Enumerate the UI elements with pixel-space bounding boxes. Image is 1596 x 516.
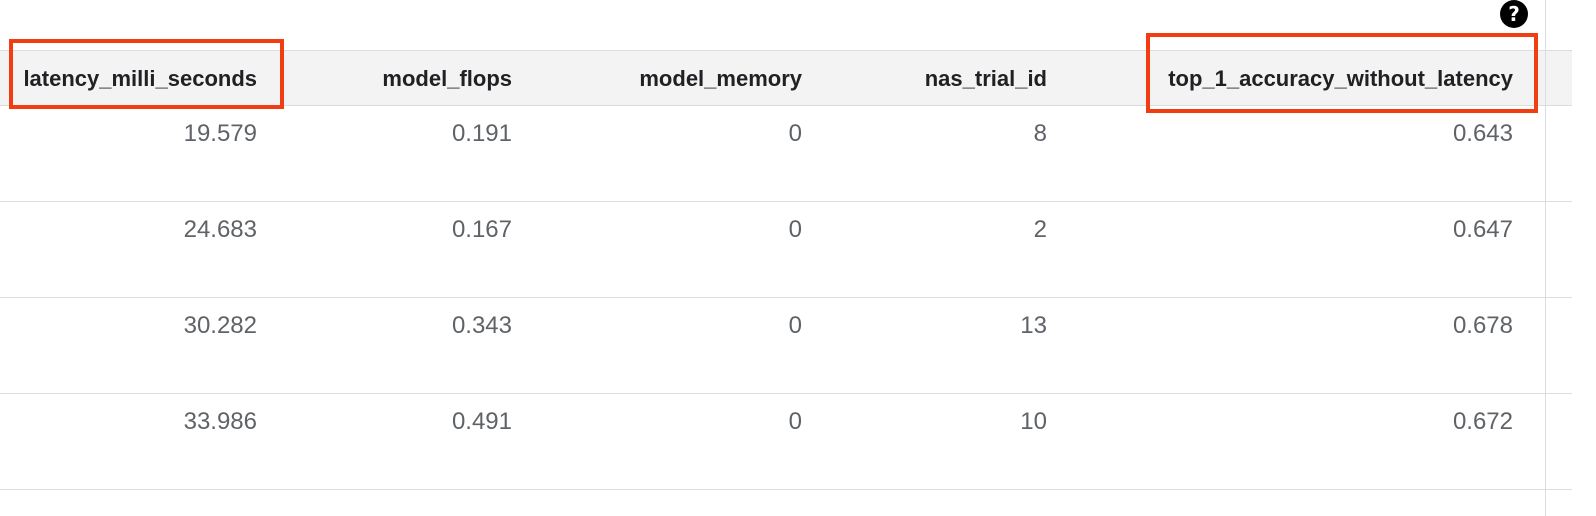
column-header-top-1-accuracy-without-latency[interactable]: top_1_accuracy_without_latency <box>1168 66 1513 91</box>
cell-top-1-accuracy-without-latency: 0.678 <box>1452 312 1513 339</box>
table-row: 19.579 0.191 0 8 0.643 <box>0 106 1572 202</box>
help-icon[interactable]: ? <box>1500 0 1528 28</box>
table-row: 24.683 0.167 0 2 0.647 <box>0 202 1572 298</box>
cell-model-flops: 0.191 <box>451 120 512 147</box>
cell-nas-trial-id: 2 <box>1033 216 1047 243</box>
cell-nas-trial-id: 10 <box>1020 408 1047 435</box>
cell-top-1-accuracy-without-latency: 0.647 <box>1452 216 1513 243</box>
cell-top-1-accuracy-without-latency: 0.672 <box>1452 408 1513 435</box>
cell-model-flops: 0.343 <box>451 312 512 339</box>
cell-model-memory: 0 <box>788 120 802 147</box>
column-header-model-memory[interactable]: model_memory <box>639 66 802 91</box>
cell-latency-milli-seconds: 19.579 <box>183 120 257 147</box>
table-row: 33.986 0.491 0 10 0.672 <box>0 394 1572 490</box>
cell-top-1-accuracy-without-latency: 0.643 <box>1452 120 1513 147</box>
table-right-divider <box>1545 0 1546 516</box>
cell-model-flops: 0.491 <box>451 408 512 435</box>
cell-latency-milli-seconds: 24.683 <box>183 216 257 243</box>
cell-model-memory: 0 <box>788 312 802 339</box>
table-row: 30.282 0.343 0 13 0.678 <box>0 298 1572 394</box>
column-header-latency-milli-seconds[interactable]: latency_milli_seconds <box>23 66 257 91</box>
results-table: latency_milli_seconds model_flops model_… <box>0 50 1572 490</box>
cell-nas-trial-id: 13 <box>1020 312 1047 339</box>
cell-model-memory: 0 <box>788 216 802 243</box>
cell-latency-milli-seconds: 33.986 <box>183 408 257 435</box>
cell-latency-milli-seconds: 30.282 <box>183 312 257 339</box>
table-header-row: latency_milli_seconds model_flops model_… <box>0 50 1572 106</box>
cell-model-memory: 0 <box>788 408 802 435</box>
column-header-nas-trial-id[interactable]: nas_trial_id <box>924 66 1047 91</box>
column-header-model-flops[interactable]: model_flops <box>382 66 512 91</box>
cell-model-flops: 0.167 <box>451 216 512 243</box>
cell-nas-trial-id: 8 <box>1033 120 1047 147</box>
